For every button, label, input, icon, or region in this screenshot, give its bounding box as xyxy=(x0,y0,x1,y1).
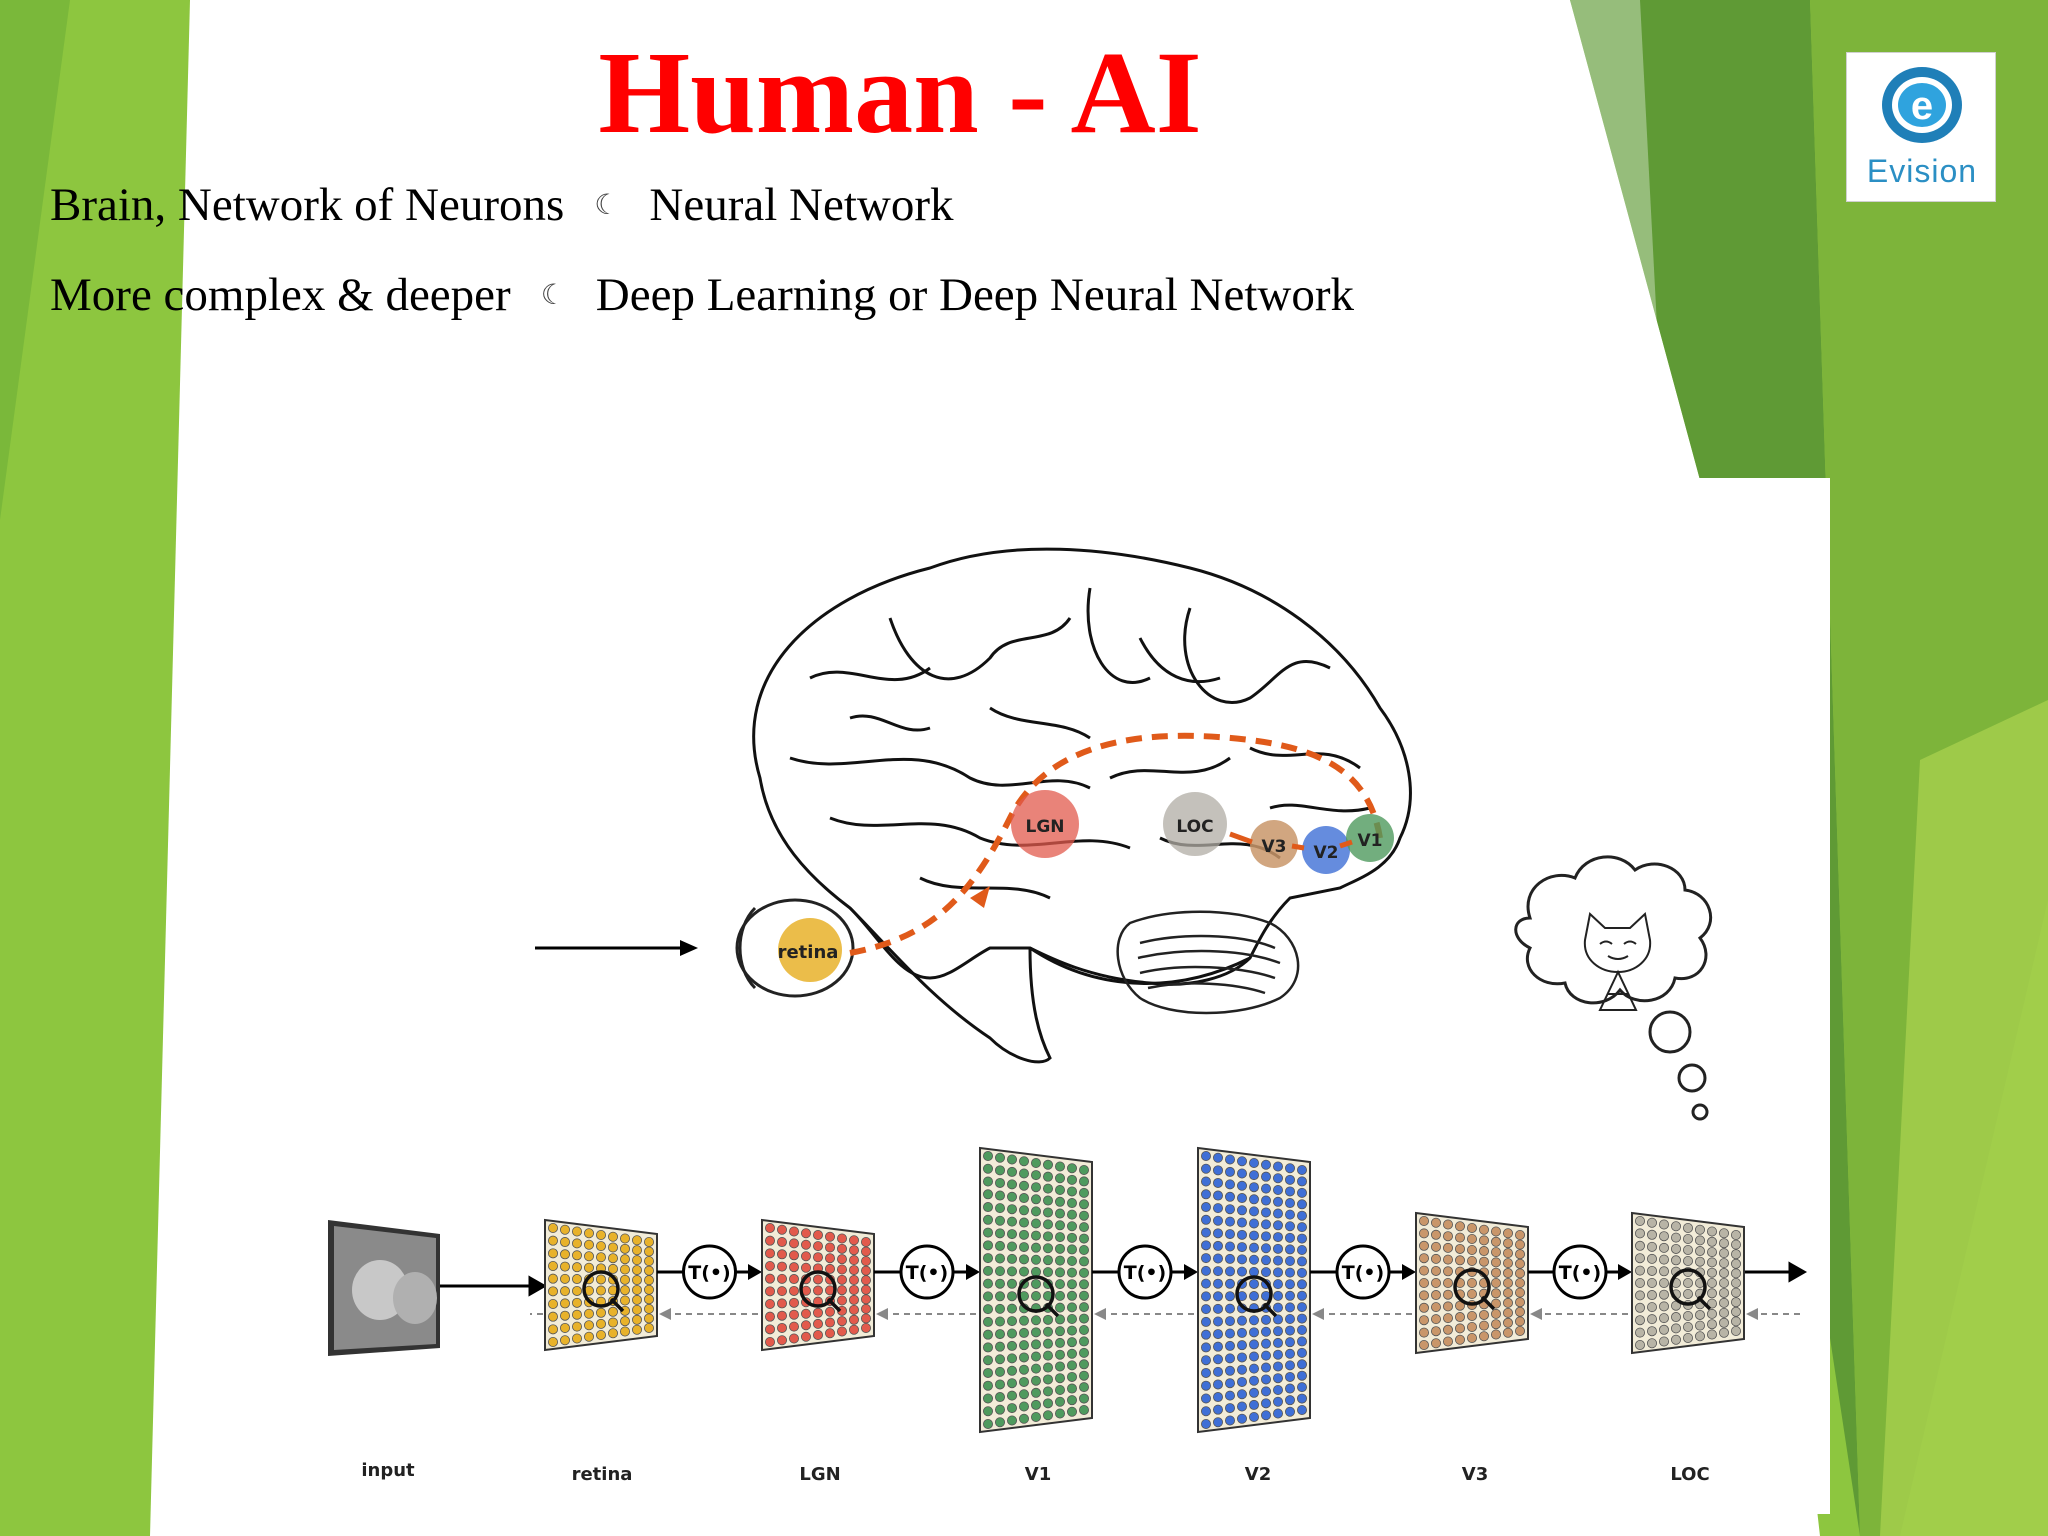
brain-illustration xyxy=(752,547,1412,1064)
retina-eye-label: retina xyxy=(778,942,839,963)
transform-label: T(•) xyxy=(1342,1262,1384,1284)
loc-feedback-arrow-icon xyxy=(1746,1308,1800,1320)
evision-logo: e Evision xyxy=(1846,52,1996,202)
transform-node: T(•) xyxy=(874,1244,980,1320)
v2-layer-panel xyxy=(1197,1146,1311,1434)
input-arrow-icon xyxy=(535,940,698,956)
v3-region xyxy=(1250,820,1298,868)
logo-text: Evision xyxy=(1866,153,1978,189)
brain-vs-network-figure: retina LGN LOC V3 V2 V1 xyxy=(290,478,1830,1514)
transform-node: T(•) xyxy=(1310,1244,1416,1320)
cerebellum-icon xyxy=(1116,910,1300,1015)
bullet-item: Brain, Network of Neurons ☾ Neural Network xyxy=(50,170,1354,260)
v2-region xyxy=(1302,826,1350,874)
v3-layer-panel xyxy=(1415,1211,1529,1355)
stage-label-v2: V2 xyxy=(1245,1464,1271,1485)
v1-region-label: V1 xyxy=(1358,831,1383,851)
transform-label: T(•) xyxy=(1559,1262,1601,1284)
transform-label: T(•) xyxy=(688,1262,730,1284)
lgn-layer-panel xyxy=(761,1218,875,1352)
loc-region-label: LOC xyxy=(1176,817,1213,837)
v2-region-label: V2 xyxy=(1314,843,1339,863)
pathway-arrow-icon xyxy=(970,886,990,908)
stage-label-v3: V3 xyxy=(1462,1464,1488,1485)
input-photo xyxy=(328,1220,440,1356)
eye-icon xyxy=(735,898,855,998)
transform-node: T(•) xyxy=(1092,1244,1198,1320)
transform-label: T(•) xyxy=(1124,1262,1166,1284)
retina-layer-panel xyxy=(544,1218,658,1352)
stage-label-v1: V1 xyxy=(1025,1464,1051,1485)
evision-e-icon: e xyxy=(1882,67,1962,143)
thought-cloud-icon xyxy=(1514,855,1713,1121)
pipeline-arrows-icon xyxy=(440,1261,1808,1297)
arrow-icon: ☾ xyxy=(594,188,620,221)
bullet-right-text: Neural Network xyxy=(649,179,954,231)
bullet-list: Brain, Network of Neurons ☾ Neural Network… xyxy=(50,170,1354,350)
lgn-region xyxy=(1011,790,1079,858)
backward-arrows-icon xyxy=(1229,831,1353,851)
bullet-item: More complex & deeper ☾ Deep Learning or D… xyxy=(50,260,1354,350)
v3-region-label: V3 xyxy=(1262,837,1287,857)
svg-text:e: e xyxy=(1911,84,1933,128)
bullet-right-text: Deep Learning or Deep Neural Network xyxy=(595,269,1354,321)
v1-region xyxy=(1346,814,1394,862)
slide-title: Human - AI xyxy=(598,27,1202,158)
loc-region xyxy=(1163,792,1227,856)
lgn-region-label: LGN xyxy=(1025,817,1064,837)
stage-label-retina: retina xyxy=(572,1464,633,1485)
stage-label-input: input xyxy=(361,1460,415,1481)
visual-pathway-icon xyxy=(849,732,1383,956)
transform-node: T(•) xyxy=(657,1244,762,1320)
transform-label: T(•) xyxy=(906,1262,948,1284)
v1-layer-panel xyxy=(979,1146,1093,1434)
network-pipeline: T(•) T(•) T(•) T(•) T(•) xyxy=(544,1146,1800,1434)
bullet-left-text: More complex & deeper xyxy=(50,269,511,321)
cat-drawing-icon xyxy=(1583,912,1652,1011)
bullet-left-text: Brain, Network of Neurons xyxy=(50,179,565,231)
loc-layer-panel xyxy=(1631,1211,1745,1355)
stage-label-loc: LOC xyxy=(1670,1464,1709,1485)
transform-node: T(•) xyxy=(1528,1244,1632,1320)
arrow-icon: ☾ xyxy=(540,278,566,311)
stage-label-lgn: LGN xyxy=(799,1464,840,1485)
